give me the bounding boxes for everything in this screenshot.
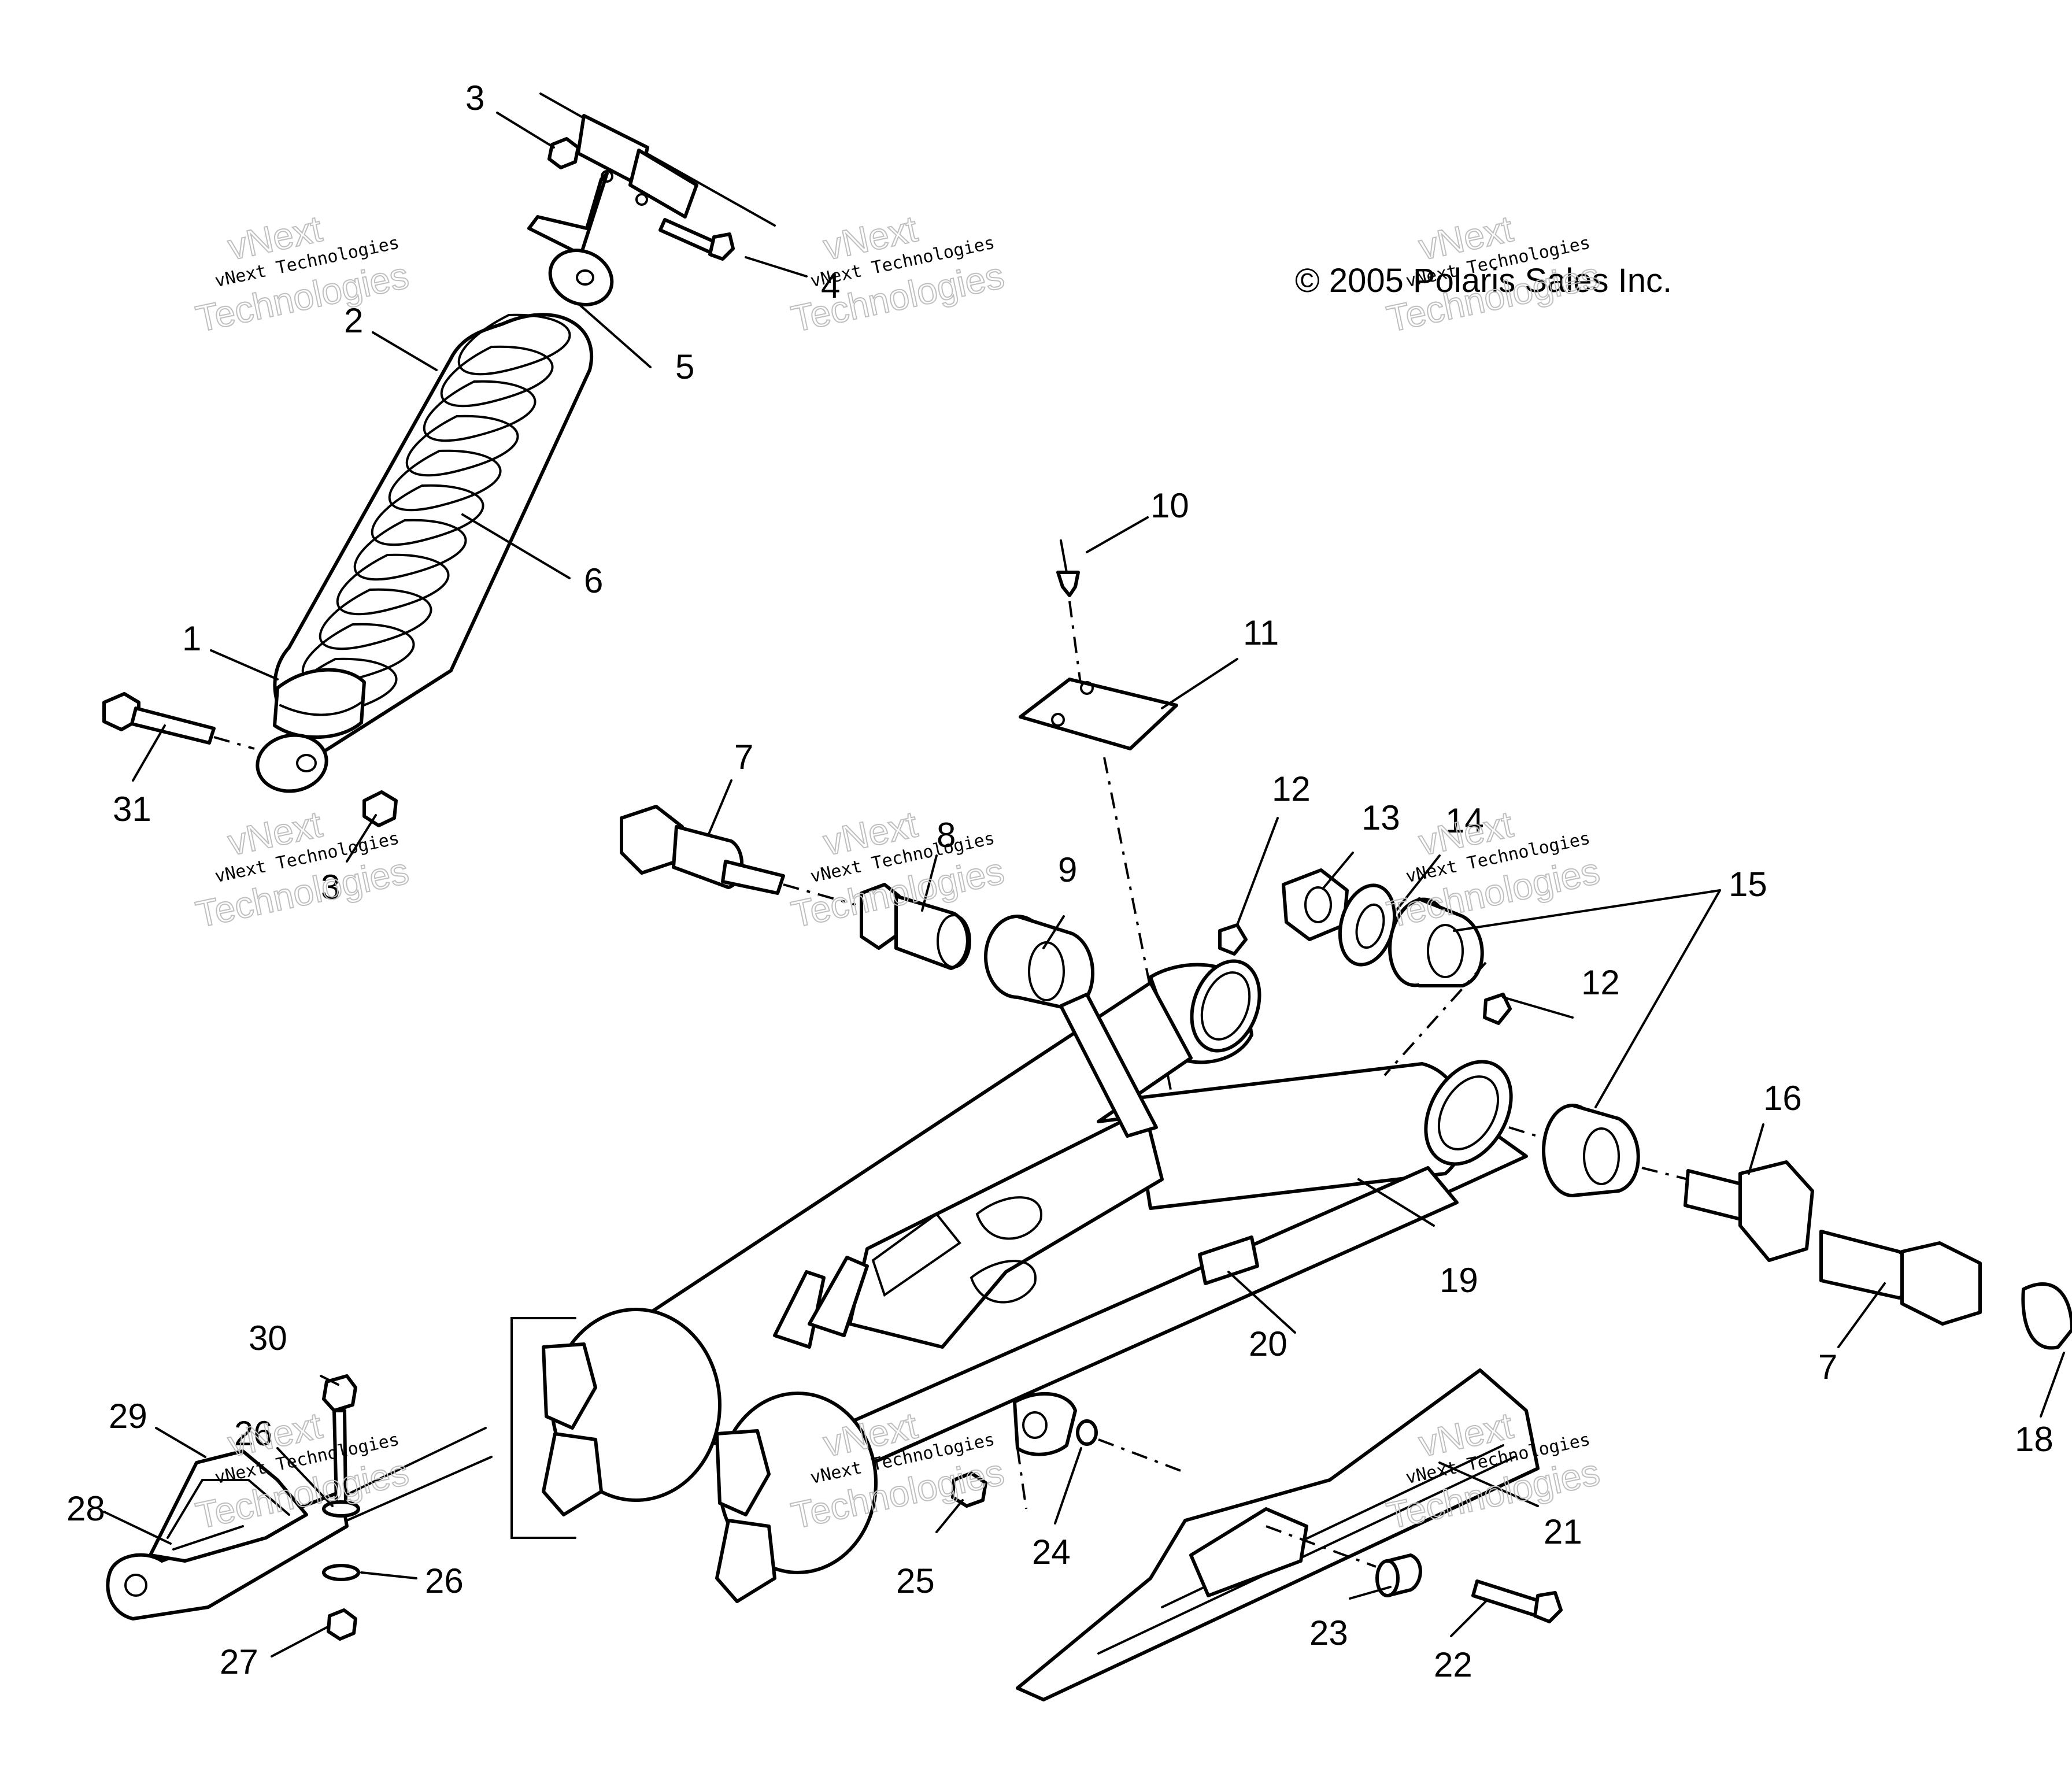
- callout-10: 10: [1150, 486, 1189, 525]
- callout-24: 24: [1032, 1533, 1071, 1571]
- callout-20: 20: [1249, 1324, 1287, 1363]
- callout-28: 28: [66, 1489, 105, 1528]
- spacer-23: [1375, 1553, 1422, 1597]
- callout-13: 13: [1361, 798, 1400, 837]
- callout-5: 5: [675, 347, 694, 386]
- decal-20: [1198, 1235, 1259, 1285]
- callout-27: 27: [220, 1642, 258, 1681]
- bolt-30: [322, 1374, 357, 1505]
- callout-25: 25: [896, 1562, 935, 1600]
- callout-4: 4: [821, 267, 840, 305]
- callout-11: 11: [1243, 613, 1279, 652]
- nut-27: [327, 1608, 357, 1641]
- swing-arm: [510, 959, 1528, 1603]
- callout-16: 16: [1763, 1079, 1802, 1118]
- callout-12-lower: 12: [1581, 963, 1620, 1002]
- callout-22: 22: [1434, 1645, 1472, 1684]
- callout-26-lower: 26: [425, 1562, 464, 1600]
- callout-numbers: 3 4 2 5 6 1 31 3 10 11 7 8 9 12 13 14 15…: [66, 79, 2054, 1684]
- shock-absorber: [256, 249, 614, 793]
- nut-3-lower: [362, 790, 398, 827]
- plate-11: [1019, 678, 1178, 750]
- callout-29: 29: [109, 1397, 147, 1435]
- callout-15: 15: [1729, 865, 1767, 904]
- callout-18: 18: [2015, 1420, 2054, 1459]
- callout-19: 19: [1440, 1261, 1478, 1300]
- callout-3: 3: [465, 79, 484, 117]
- callout-23: 23: [1309, 1614, 1348, 1652]
- nut-25: [951, 1471, 987, 1508]
- bolt-31: [102, 692, 255, 750]
- callout-12: 12: [1272, 769, 1311, 808]
- bushing-15-lower: [1542, 1104, 1640, 1197]
- nut-13: [1282, 868, 1349, 941]
- bushing-9: [984, 915, 1095, 1011]
- callout-21: 21: [1544, 1512, 1582, 1551]
- callout-14: 14: [1445, 801, 1484, 840]
- pivot-shaft-16: [1684, 1160, 1814, 1262]
- upper-mount-bracket: [527, 92, 776, 261]
- bolt-22: [1471, 1579, 1563, 1623]
- callout-7-right: 7: [1818, 1348, 1837, 1386]
- leader-lines: [103, 112, 2065, 1657]
- callout-7: 7: [734, 738, 753, 776]
- callout-2: 2: [344, 301, 363, 340]
- pivot-bolt-7-left: [620, 805, 856, 906]
- bushing-8: [860, 883, 971, 970]
- copyright-text: © 2005 Polaris Sales Inc.: [1295, 262, 1672, 299]
- callout-30: 30: [249, 1319, 287, 1357]
- callout-3-lower: 3: [321, 868, 340, 906]
- callout-26: 26: [234, 1414, 273, 1453]
- callout-31: 31: [113, 790, 151, 828]
- callout-9: 9: [1058, 850, 1077, 889]
- callout-8: 8: [937, 816, 956, 854]
- washer-plate-18: [2021, 1282, 2072, 1350]
- callout-6: 6: [584, 561, 603, 600]
- mount-bracket-28: [106, 1427, 493, 1620]
- callout-1: 1: [182, 619, 201, 658]
- grease-fittings-12: [1218, 923, 1512, 1025]
- washer-26-lower: [322, 1564, 360, 1581]
- washer-24: [1076, 1419, 1098, 1446]
- fitting-10: [1056, 539, 1080, 597]
- pivot-bolt-7-right: [1819, 1230, 1982, 1326]
- bushing-15-upper: [1388, 897, 1484, 987]
